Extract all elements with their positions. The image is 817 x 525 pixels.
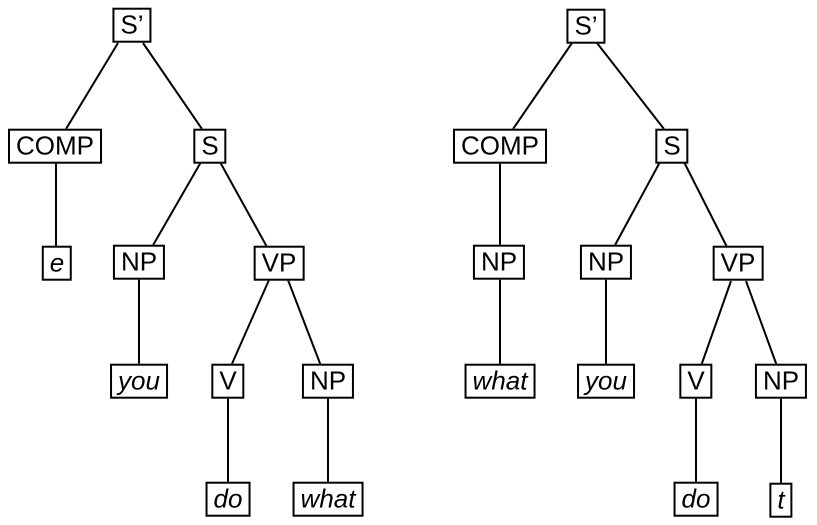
right-node-you: you — [577, 363, 635, 399]
right-edge-s-np — [613, 161, 661, 248]
left-node-np-object: NP — [301, 363, 355, 399]
right-node-t: t — [769, 482, 793, 518]
right-node-comp: COMP — [453, 128, 547, 164]
right-node-np-object: NP — [754, 363, 808, 399]
left-node-you: you — [110, 363, 168, 399]
left-edge-vp-np — [287, 279, 322, 367]
right-edge-vp-np — [745, 280, 778, 367]
right-node-np-subject: NP — [579, 244, 633, 280]
right-edge-sbar-comp — [512, 42, 573, 130]
left-edge-s-np — [151, 161, 202, 248]
left-edge-sbar-s — [142, 42, 203, 130]
left-node-vp: VP — [253, 245, 305, 281]
right-edge-vp-v — [700, 280, 732, 367]
left-node-what: what — [292, 481, 364, 517]
left-node-s-bar: S’ — [112, 7, 152, 43]
right-node-s-bar: S’ — [566, 8, 606, 44]
left-node-v: V — [211, 363, 245, 399]
right-node-do: do — [673, 481, 719, 517]
right-node-s: S — [655, 128, 689, 164]
left-edge-s-vp — [219, 161, 268, 248]
right-node-v: V — [679, 363, 713, 399]
left-node-comp: COMP — [8, 128, 102, 164]
right-edge-s-vp — [683, 161, 728, 248]
left-node-e: e — [41, 245, 73, 281]
left-node-do: do — [205, 481, 251, 517]
left-node-s: S — [193, 128, 227, 164]
right-node-what: what — [464, 363, 536, 399]
right-node-vp: VP — [712, 245, 764, 281]
left-edge-vp-v — [230, 279, 270, 367]
left-node-np-subject: NP — [112, 244, 166, 280]
right-edge-sbar-s — [596, 42, 665, 130]
left-edge-sbar-comp — [65, 42, 119, 130]
right-node-np-comp: NP — [472, 244, 526, 280]
